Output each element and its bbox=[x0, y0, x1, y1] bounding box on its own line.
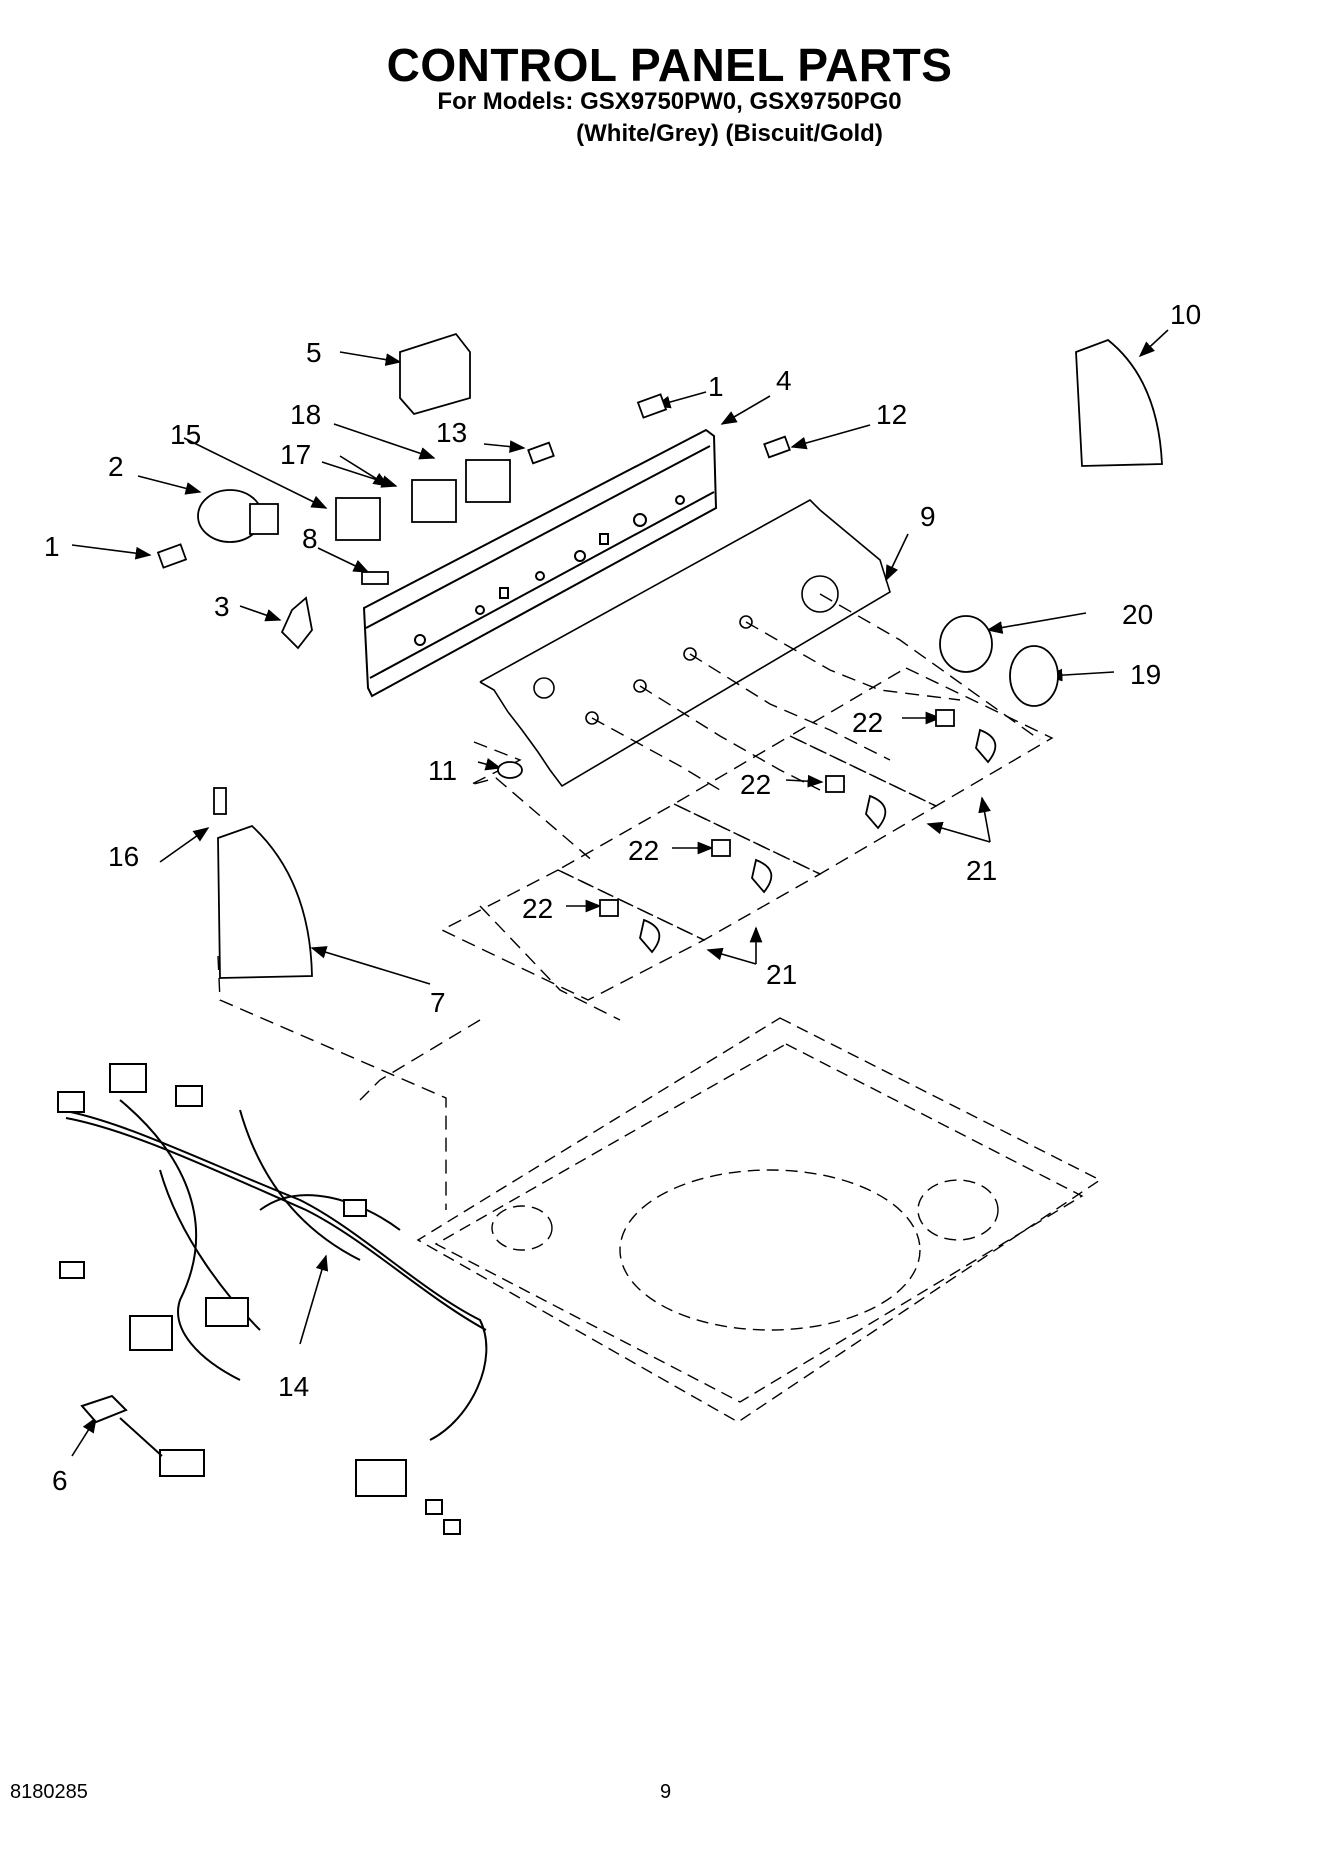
callout-20: 20 bbox=[1122, 599, 1153, 630]
callout-11: 11 bbox=[428, 755, 457, 786]
callout-4: 4 bbox=[776, 365, 792, 396]
page-title: CONTROL PANEL PARTS bbox=[386, 39, 953, 91]
callout-22-4: 22 bbox=[522, 893, 553, 924]
callout-12: 12 bbox=[876, 399, 907, 430]
callout-7: 7 bbox=[430, 987, 446, 1018]
callout-6: 6 bbox=[52, 1465, 68, 1496]
part-icons bbox=[156, 332, 1163, 979]
callout-22-2: 22 bbox=[740, 769, 771, 800]
callout-13: 13 bbox=[436, 417, 467, 448]
callout-1-left: 1 bbox=[44, 531, 60, 562]
washer-top-outline bbox=[416, 1017, 1102, 1423]
leader-lines bbox=[71, 329, 1169, 1457]
callout-10: 10 bbox=[1170, 299, 1201, 330]
callout-16: 16 bbox=[108, 841, 139, 872]
control-panel-rail bbox=[362, 428, 718, 698]
callout-22-1: 22 bbox=[852, 707, 883, 738]
callout-1-top: 1 bbox=[708, 371, 724, 402]
document-number: 8180285 bbox=[10, 1781, 88, 1803]
callout-17: 17 bbox=[280, 439, 311, 470]
callout-19: 19 bbox=[1130, 659, 1161, 690]
callout-21-right: 21 bbox=[966, 855, 997, 886]
callout-22-3: 22 bbox=[628, 835, 659, 866]
console-panel bbox=[479, 499, 891, 788]
callout-14: 14 bbox=[278, 1371, 309, 1402]
callout-2: 2 bbox=[108, 451, 124, 482]
callout-8: 8 bbox=[302, 523, 318, 554]
page-number: 9 bbox=[660, 1781, 672, 1803]
color-variants: (White/Grey) (Biscuit/Gold) bbox=[576, 120, 883, 147]
callouts: 1 1 2 3 4 5 6 7 8 9 10 11 12 13 14 15 16… bbox=[44, 299, 1201, 1496]
model-list: For Models: GSX9750PW0, GSX9750PG0 bbox=[437, 88, 902, 115]
callout-18: 18 bbox=[290, 399, 321, 430]
callout-9: 9 bbox=[920, 501, 936, 532]
callout-21-left: 21 bbox=[766, 959, 797, 990]
wire-harness bbox=[57, 1063, 488, 1535]
callout-3: 3 bbox=[214, 591, 230, 622]
dashed-assembly-lines bbox=[217, 593, 1054, 1210]
callout-15: 15 bbox=[170, 419, 201, 450]
callout-5: 5 bbox=[306, 337, 322, 368]
